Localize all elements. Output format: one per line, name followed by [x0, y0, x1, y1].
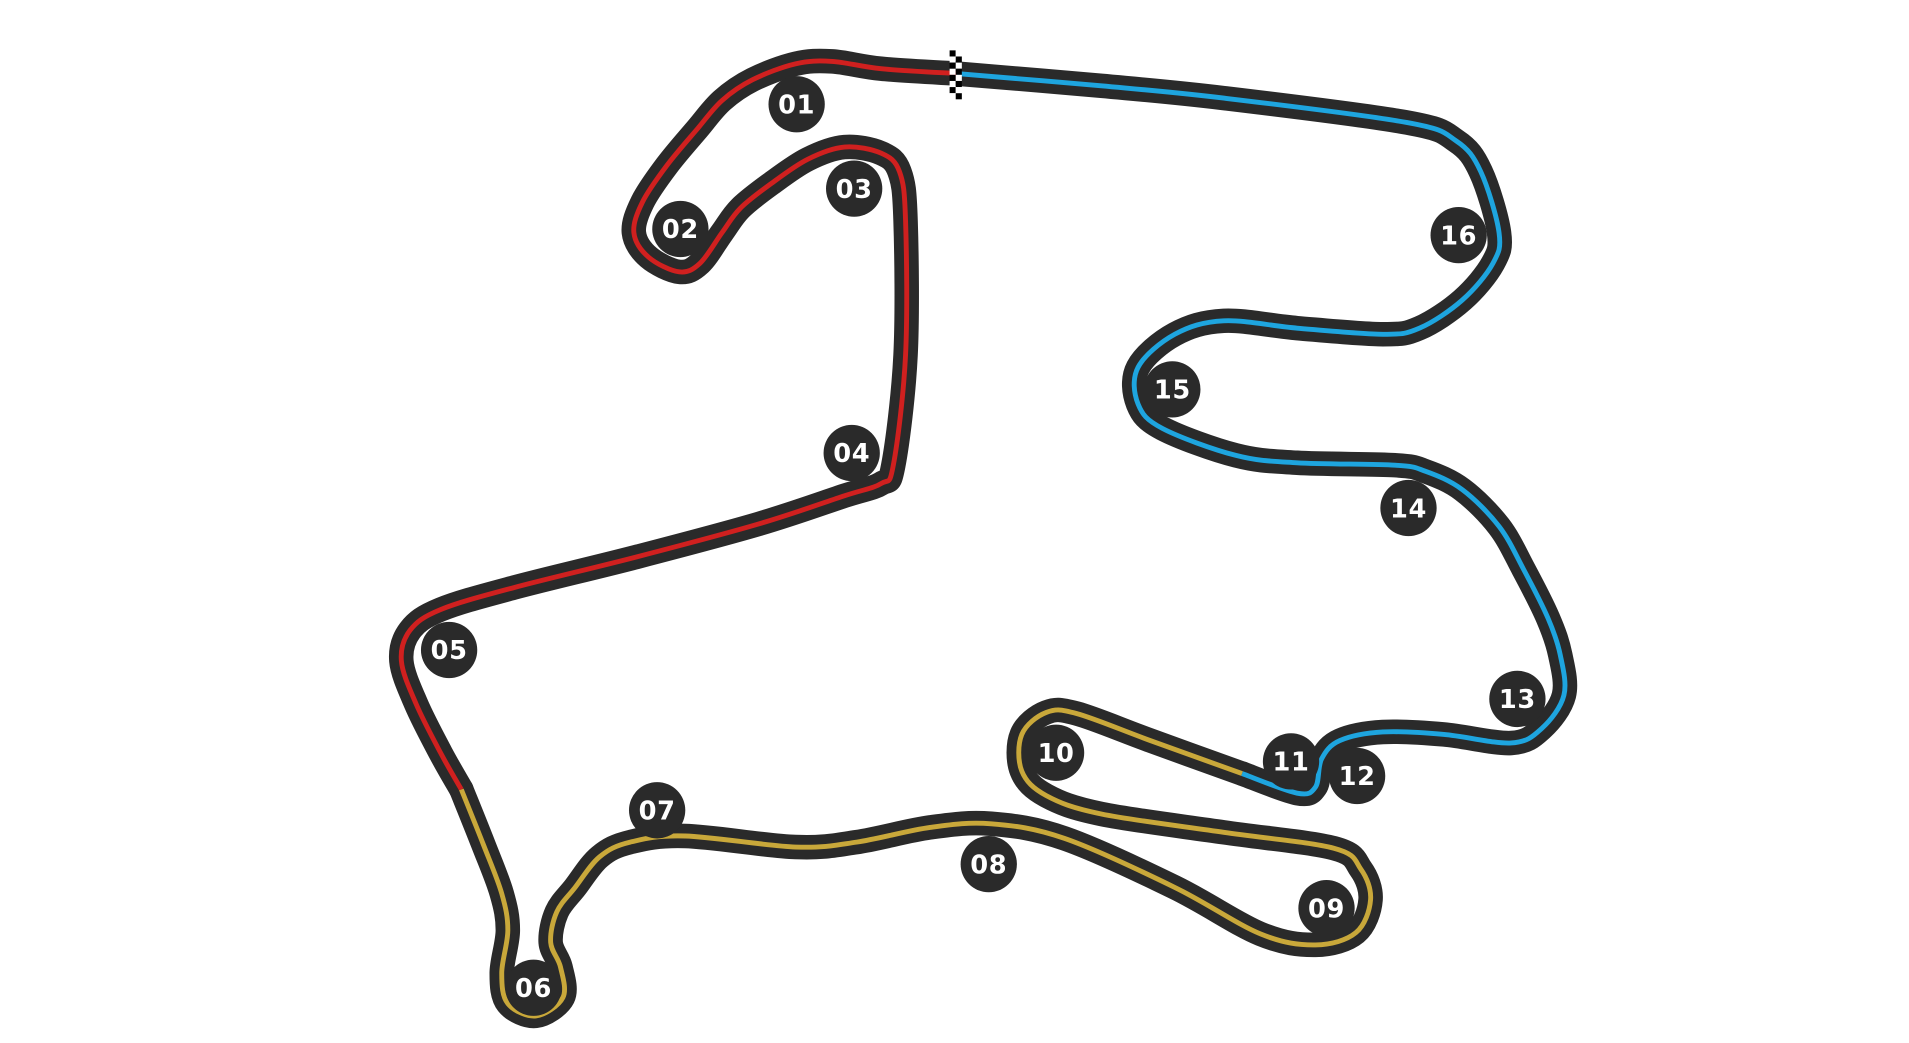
flag-square	[949, 93, 956, 100]
corner-marker-12: 12	[1328, 747, 1386, 805]
corner-marker-01: 01	[768, 76, 825, 133]
flag-square	[949, 74, 956, 81]
corner-marker-15: 15	[1144, 361, 1201, 418]
corner-number: 07	[639, 797, 676, 827]
corner-badge	[1144, 361, 1201, 418]
corner-badge	[1298, 880, 1355, 937]
corner-marker-09: 09	[1298, 880, 1355, 937]
corner-badge	[1262, 733, 1320, 790]
corner-badge	[1027, 724, 1085, 781]
flag-square	[949, 87, 956, 94]
corner-badge	[823, 424, 880, 482]
corner-marker-16: 16	[1430, 207, 1487, 264]
corner-marker-06: 06	[505, 959, 562, 1016]
flag-square	[955, 62, 962, 69]
flag-square	[955, 68, 962, 75]
corner-marker-04: 04	[823, 424, 880, 482]
corner-number: 03	[836, 175, 873, 205]
corner-number: 15	[1154, 376, 1191, 406]
flag-square	[955, 74, 962, 81]
corner-badge	[1328, 747, 1386, 805]
flag-square	[955, 56, 962, 63]
corner-marker-10: 10	[1027, 724, 1085, 781]
corner-marker-11: 11	[1262, 733, 1320, 790]
corner-badge	[420, 621, 478, 679]
flag-square	[949, 80, 956, 88]
corner-number: 04	[833, 439, 870, 469]
corner-marker-03: 03	[826, 160, 883, 217]
corner-marker-05: 05	[420, 621, 478, 679]
flag-square	[949, 56, 956, 63]
sector-3-line	[956, 71, 1568, 797]
flag-square	[955, 93, 962, 100]
corner-number: 08	[970, 850, 1007, 880]
corner-badge	[960, 835, 1017, 893]
sector-1-line	[398, 58, 958, 791]
corner-number: 16	[1440, 221, 1477, 251]
corner-markers: 01 02 03 04 05 06 07 08 09 10 11 12 13 14 15 16	[420, 76, 1546, 1016]
checkered-flag-icon	[949, 50, 962, 100]
flag-square	[949, 68, 956, 75]
flag-square	[949, 50, 956, 57]
corner-number: 06	[515, 974, 552, 1004]
corner-marker-13: 13	[1489, 670, 1546, 728]
corner-number: 01	[778, 90, 815, 120]
corner-number: 05	[431, 636, 468, 666]
corner-marker-02: 02	[652, 200, 709, 258]
flag-square	[949, 62, 956, 69]
sector-2-outline	[449, 697, 1383, 1029]
corner-number: 09	[1308, 894, 1345, 924]
corner-badge	[505, 959, 562, 1016]
corner-marker-07: 07	[628, 782, 686, 839]
corner-badge	[1430, 207, 1487, 264]
corner-number: 02	[662, 215, 699, 245]
corner-number: 14	[1390, 494, 1427, 524]
corner-number: 12	[1339, 762, 1376, 792]
flag-square	[955, 50, 962, 57]
corner-marker-08: 08	[960, 835, 1017, 893]
flag-square	[955, 87, 962, 94]
corner-badge	[628, 782, 686, 839]
corner-badge	[652, 200, 709, 258]
corner-badge	[768, 76, 825, 133]
corner-badge	[826, 160, 883, 217]
flag-square	[955, 80, 962, 88]
sector-3-outline	[944, 61, 1578, 807]
corner-number: 11	[1273, 748, 1310, 778]
corner-badge	[1489, 670, 1546, 728]
corner-number: 13	[1499, 685, 1536, 715]
corner-badge	[1380, 479, 1437, 537]
corner-number: 10	[1038, 739, 1075, 769]
corner-marker-14: 14	[1380, 479, 1437, 537]
